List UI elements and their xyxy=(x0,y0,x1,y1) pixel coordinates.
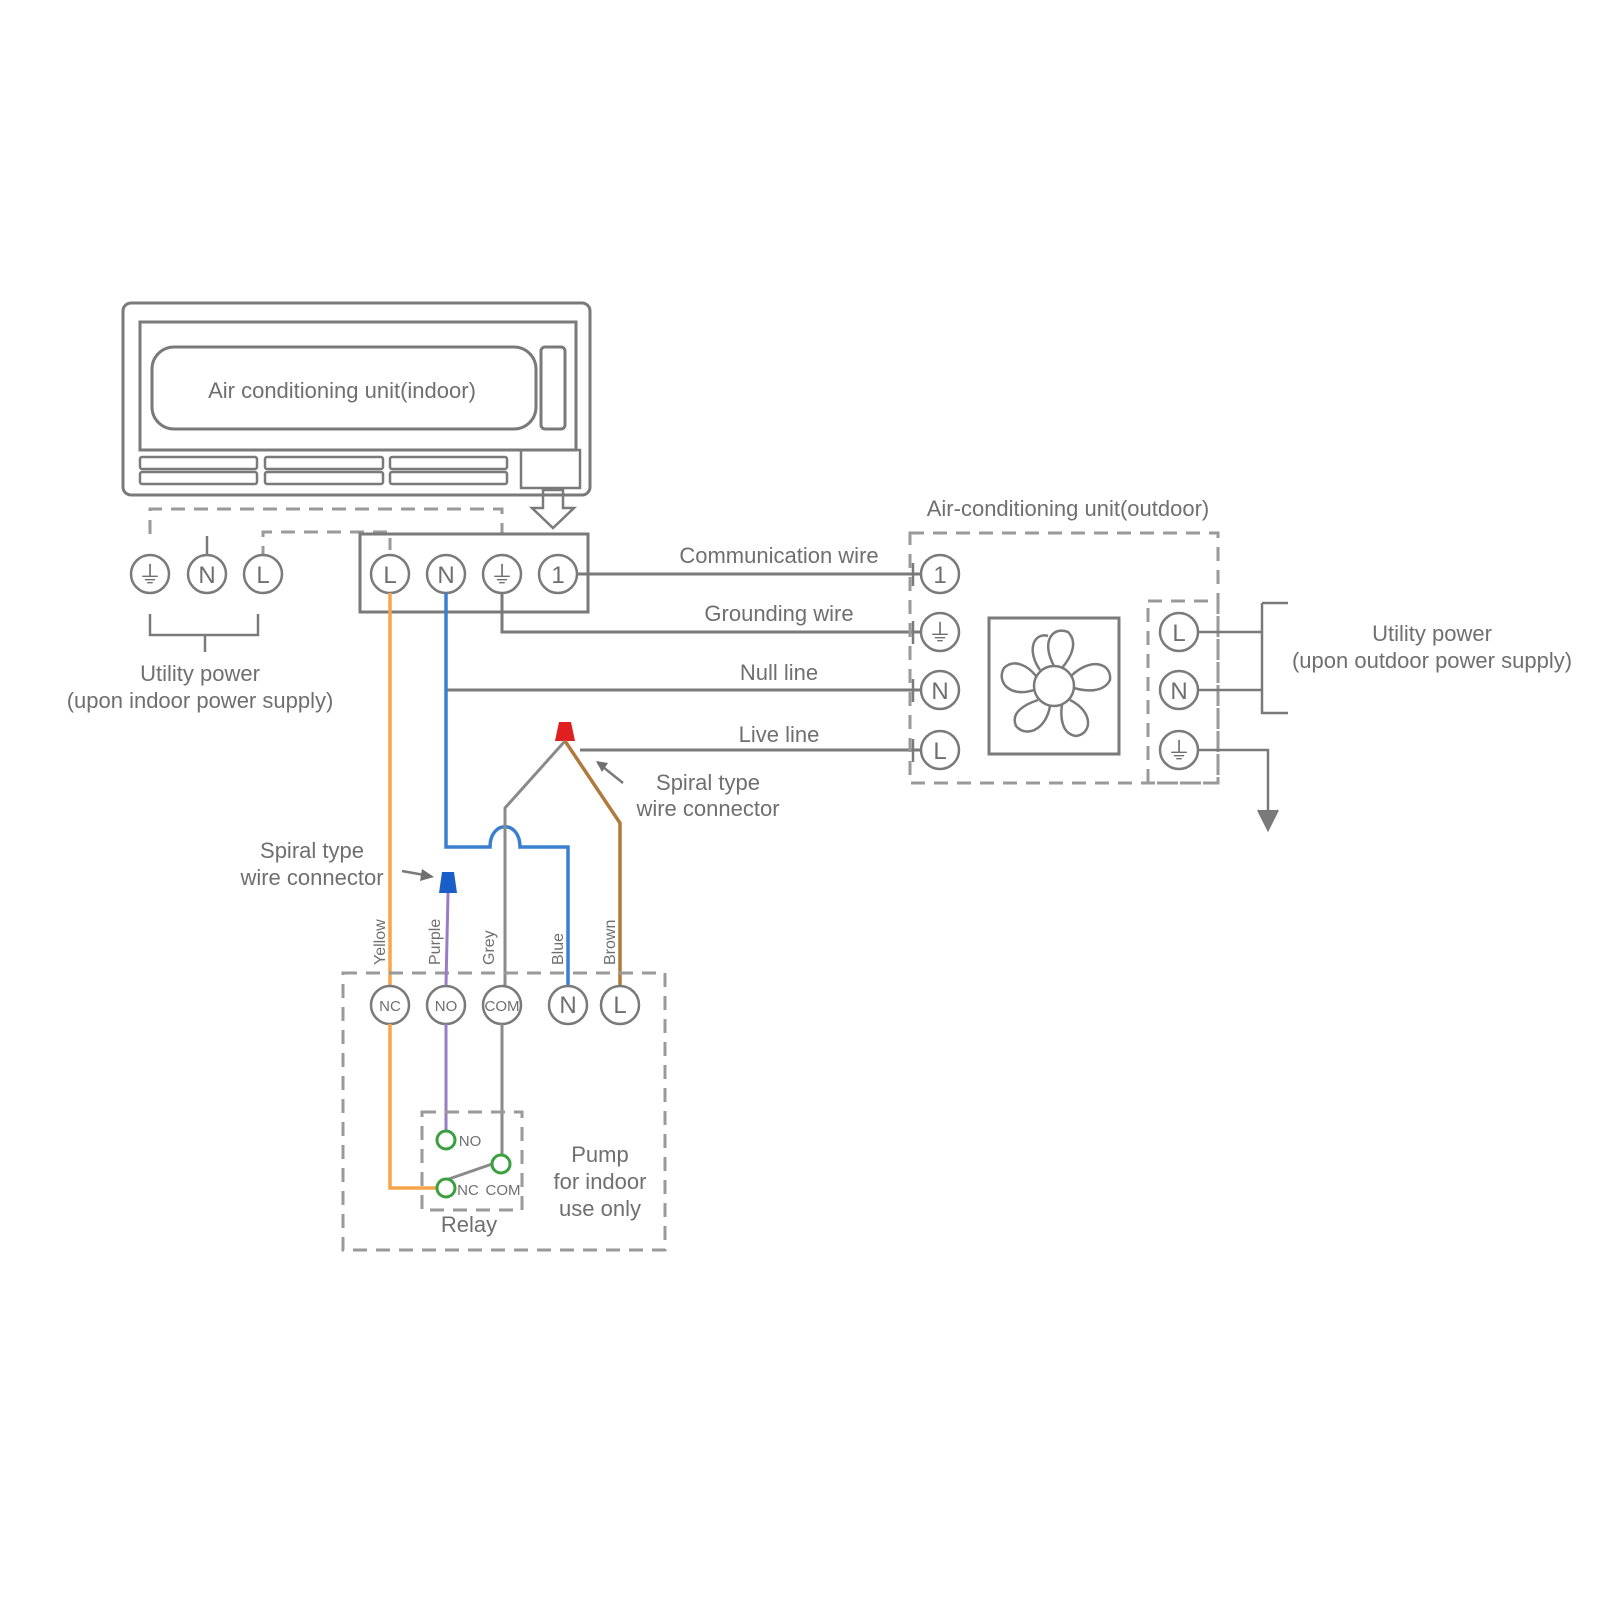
arrow-down-icon xyxy=(528,488,578,530)
outdoor-unit: Air-conditioning unit(outdoor) 1 ⏚ N L xyxy=(908,496,1572,833)
pump-terminal-l: L xyxy=(613,992,626,1019)
relay-com-contact xyxy=(490,1153,512,1175)
outdoor-utility-label-line1: Utility power xyxy=(1372,621,1492,646)
block-terminal-ground: ⏚ xyxy=(490,562,514,589)
ground-symbol: ⏚ xyxy=(138,562,162,589)
grounding-wire xyxy=(500,593,922,634)
indoor-unit-label: Air conditioning unit(indoor) xyxy=(208,378,476,403)
relay-nc-contact xyxy=(435,1177,457,1199)
supply-terminal-n: N xyxy=(1170,678,1187,705)
relay-no-label: NO xyxy=(459,1133,482,1150)
connector-right-line2: wire connector xyxy=(635,796,779,821)
indoor-terminal-block: L N ⏚ 1 xyxy=(358,532,590,614)
terminal-n-label: N xyxy=(198,562,215,589)
outdoor-utility-label-line2: (upon outdoor power supply) xyxy=(1292,648,1572,673)
wire-color-blue: Blue xyxy=(550,933,567,965)
pump-label-line2: for indoor xyxy=(554,1169,647,1194)
terminal-l-label: L xyxy=(256,562,269,589)
block-terminal-l: L xyxy=(383,562,396,589)
grey-wire xyxy=(503,739,567,985)
outdoor-terminal-n: N xyxy=(931,678,948,705)
indoor-utility-label-line1: Utility power xyxy=(140,661,260,686)
pump-terminal-com: COM xyxy=(485,998,520,1015)
wire-color-grey: Grey xyxy=(481,930,498,965)
relay-label: Relay xyxy=(441,1212,497,1237)
wire-color-brown: Brown xyxy=(602,920,619,965)
purple-wire xyxy=(444,892,450,1132)
red-spiral-connector-icon xyxy=(555,722,575,741)
relay-box xyxy=(420,1110,524,1212)
block-terminal-n: N xyxy=(437,562,454,589)
pump-terminal-no: NO xyxy=(435,998,458,1015)
pump-wiring: Spiral type wire connector Spiral type w… xyxy=(239,593,780,985)
wire-color-purple: Purple xyxy=(427,919,444,965)
connector-left-line1: Spiral type xyxy=(260,838,364,863)
blue-spiral-connector-icon xyxy=(439,872,457,893)
connector-right-line1: Spiral type xyxy=(656,770,760,795)
supply-terminal-l: L xyxy=(1172,620,1185,647)
pump-terminal-nc: NC xyxy=(379,998,401,1015)
grounding-wire-label: Grounding wire xyxy=(704,601,853,626)
pump-label-line1: Pump xyxy=(571,1142,628,1167)
wire-color-yellow: Yellow xyxy=(372,919,389,965)
connector-left-line2: wire connector xyxy=(239,865,383,890)
block-terminal-1: 1 xyxy=(551,562,564,589)
null-line-label: Null line xyxy=(740,660,818,685)
pointer-arrow-icon xyxy=(420,869,434,881)
pump-box: NC NO COM N L NO NC COM Relay Pump for i… xyxy=(341,892,667,1252)
brown-wire xyxy=(563,740,622,985)
communication-wire-label: Communication wire xyxy=(679,543,878,568)
indoor-unit: Air conditioning unit(indoor) xyxy=(121,301,592,530)
relay-nc-label: NC xyxy=(457,1182,479,1199)
relay-com-label: COM xyxy=(486,1182,521,1199)
ground-arrow-icon xyxy=(1257,809,1279,833)
blue-wire xyxy=(444,593,570,985)
pump-terminal-n: N xyxy=(559,992,576,1019)
fan-icon xyxy=(987,616,1121,756)
indoor-utility-label-line2: (upon indoor power supply) xyxy=(67,688,334,713)
supply-terminal-ground: ⏚ xyxy=(1167,738,1191,765)
relay-no-contact xyxy=(435,1129,457,1151)
outdoor-terminal-l: L xyxy=(933,738,946,765)
live-line-label: Live line xyxy=(739,722,820,747)
outdoor-unit-label: Air-conditioning unit(outdoor) xyxy=(927,496,1210,521)
pointer-arrow-icon xyxy=(596,761,608,772)
pump-label-line3: use only xyxy=(559,1196,641,1221)
outdoor-terminal-1: 1 xyxy=(933,562,946,589)
indoor-utility-terminals: ⏚ N L Utility power (upon indoor power s… xyxy=(67,553,334,713)
outdoor-terminal-ground: ⏚ xyxy=(928,620,952,647)
